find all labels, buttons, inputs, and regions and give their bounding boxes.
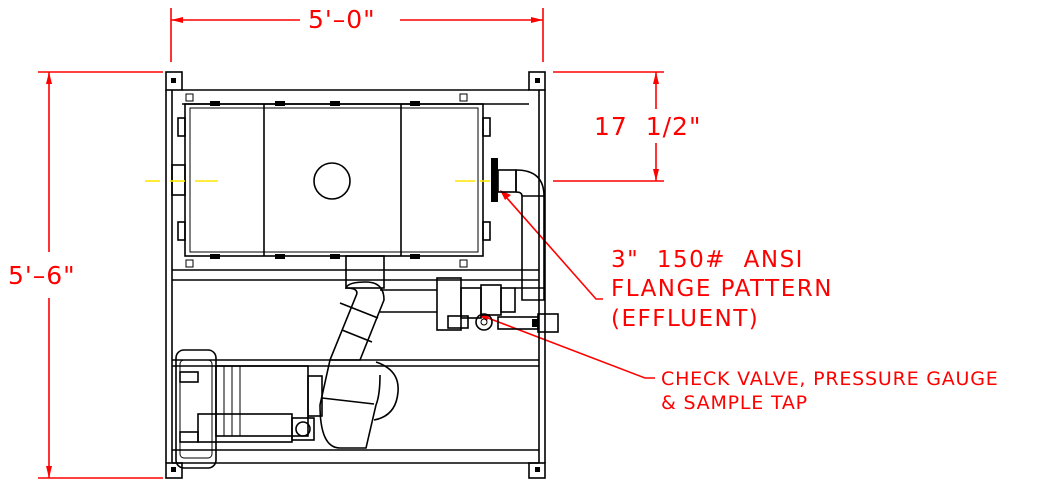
skid-frame	[165, 71, 546, 479]
discharge-piping	[319, 255, 399, 449]
pump-motor	[175, 349, 323, 469]
width-dimension	[170, 8, 544, 62]
effluent-flange	[491, 158, 545, 289]
height-dimension	[38, 71, 163, 479]
offset-dimension-label: 17 1/2"	[594, 112, 702, 141]
check-valve-note-line-1: CHECK VALVE, PRESSURE GAUGE	[661, 368, 999, 390]
tank-body	[171, 101, 491, 259]
flange-note-line-2: FLANGE PATTERN	[611, 276, 833, 302]
flange-leader	[500, 190, 603, 300]
width-dimension-label: 5'–0"	[308, 5, 376, 34]
flange-note-line-3: (EFFLUENT)	[611, 306, 760, 332]
height-dimension-label: 5'–6"	[8, 261, 76, 290]
flange-note-line-1: 3" 150# ANSI	[611, 247, 804, 273]
check-valve-note-line-2: & SAMPLE TAP	[661, 392, 808, 414]
offset-dimension	[553, 71, 664, 182]
check-valve-assembly	[380, 277, 559, 333]
